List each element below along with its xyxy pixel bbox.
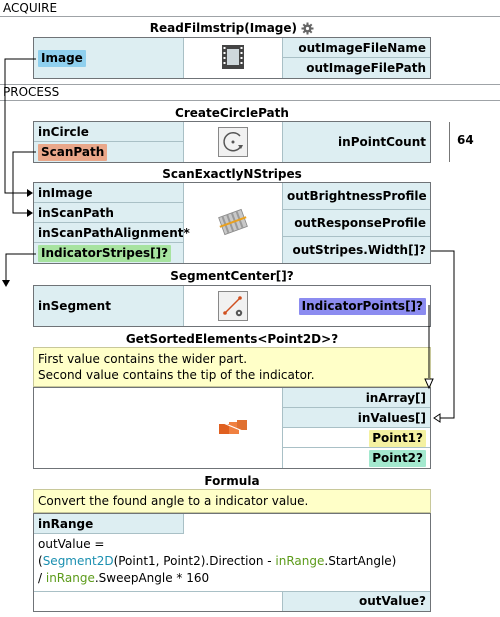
get-sorted-elements-icon-area [184, 388, 282, 468]
formula-code-line-2: (Segment2D(Point1, Point2).Direction - i… [38, 553, 428, 570]
comment-line-2: Second value contains the tip of the ind… [38, 368, 315, 382]
formula-code-line-1: outValue = [38, 537, 105, 551]
segment-icon [218, 291, 248, 321]
read-filmstrip-icon-area [184, 38, 282, 78]
scan-stripes-icon-area [184, 183, 282, 263]
code-sweep-angle: .SweepAngle * 160 [94, 571, 210, 585]
formula-code-line-3: / inRange.SweepAngle * 160 [38, 570, 428, 587]
in-image-port[interactable]: inImage [34, 183, 184, 203]
segment-center-icon-area [184, 286, 282, 326]
out-image-file-path[interactable]: outImageFilePath [282, 58, 430, 78]
formula-node[interactable]: inRange outValue = (Segment2D(Point1, Po… [33, 513, 431, 612]
scan-stripes-title[interactable]: ScanExactlyNStripes [162, 167, 302, 181]
in-circle-port[interactable]: inCircle [34, 122, 184, 142]
wire-scanpath-to-inscanpath [12, 151, 36, 214]
indicator-stripes-row: IndicatorStripes[]? [34, 243, 184, 263]
in-range-port[interactable]: inRange [34, 514, 184, 534]
formula-comment: Convert the found angle to a indicator v… [33, 489, 431, 513]
out-stripes-width[interactable]: outStripes.Width[]? [282, 237, 430, 263]
point-count-bracket [449, 122, 455, 162]
arrow-invalues [433, 413, 441, 423]
read-filmstrip-title[interactable]: ReadFilmstrip(Image) [33, 20, 431, 36]
gear-icon[interactable] [301, 22, 314, 35]
point2-output-row: Point2? [282, 448, 430, 468]
filmstrip-icon [219, 43, 247, 74]
out-response-profile[interactable]: outResponseProfile [282, 210, 430, 237]
wire-image-to-inimage [4, 58, 36, 194]
in-segment-port[interactable]: inSegment [34, 286, 184, 326]
code-var-inrange-2: inRange [45, 571, 95, 585]
code-type-segment2d: Segment2D [42, 554, 114, 568]
point-count-value[interactable]: 64 [457, 133, 474, 147]
indicator-stripes-tag[interactable]: IndicatorStripes[]? [38, 245, 172, 262]
create-circle-path-node[interactable]: inCircle ScanPath inPointCount [33, 121, 431, 163]
in-scan-path-alignment-port[interactable]: inScanPathAlignment* [34, 223, 190, 243]
scan-path-output-row: ScanPath [34, 142, 184, 162]
in-array-port[interactable]: inArray[] [282, 388, 430, 408]
wire-stripes-to-segment [5, 253, 36, 281]
get-sorted-elements-title[interactable]: GetSortedElements<Point2D>? [125, 332, 339, 346]
code-direction-expr: (Point1, Point2).Direction - [113, 554, 276, 568]
in-values-port[interactable]: inValues[] [282, 408, 430, 428]
arrow-inarray [424, 378, 434, 390]
section-process-divider [0, 100, 500, 101]
section-acquire-label: ACQUIRE [3, 1, 58, 15]
create-circle-path-title[interactable]: CreateCirclePath [175, 106, 289, 120]
comment-line-1: First value contains the wider part. [38, 352, 248, 366]
sort-icon [217, 416, 249, 441]
scan-stripes-node[interactable]: inImage inScanPath inScanPathAlignment* … [33, 182, 431, 264]
segment-center-node[interactable]: inSegment IndicatorPoints[]? [33, 285, 431, 327]
arrow-inimage [27, 189, 33, 197]
out-image-file-name[interactable]: outImageFileName [282, 38, 430, 58]
image-input-tag[interactable]: Image [38, 50, 86, 67]
section-process-top-divider [0, 84, 500, 85]
indicator-points-tag[interactable]: IndicatorPoints[]? [298, 298, 426, 315]
out-brightness-profile[interactable]: outBrightnessProfile [282, 183, 430, 210]
indicator-points-output-row: IndicatorPoints[]? [282, 286, 430, 326]
point1-output-row: Point1? [282, 428, 430, 448]
read-filmstrip-input-panel: Image [34, 38, 184, 78]
code-divide: / [38, 571, 46, 585]
read-filmstrip-title-text: ReadFilmstrip(Image) [149, 21, 298, 35]
formula-code[interactable]: outValue = (Segment2D(Point1, Point2).Di… [38, 536, 428, 587]
section-acquire-divider [0, 16, 500, 17]
formula-title[interactable]: Formula [204, 474, 260, 488]
section-process-label: PROCESS [3, 85, 60, 99]
code-start-angle: .StartAngle) [324, 554, 397, 568]
point1-tag[interactable]: Point1? [369, 430, 426, 447]
code-var-inrange-1: inRange [275, 554, 325, 568]
arrow-insegment [2, 280, 10, 287]
scan-path-tag[interactable]: ScanPath [38, 144, 108, 161]
out-value-port[interactable]: outValue? [282, 592, 430, 611]
read-filmstrip-node[interactable]: Image outImageFileName outImageFilePath [33, 37, 431, 79]
segment-center-title[interactable]: SegmentCenter[]? [170, 269, 294, 283]
get-sorted-elements-node[interactable]: inArray[] inValues[] Point1? Point2? [33, 387, 431, 469]
point2-tag[interactable]: Point2? [369, 450, 426, 467]
in-point-count-port[interactable]: inPointCount [282, 122, 430, 162]
code-paren: ( [38, 554, 43, 568]
get-sorted-elements-comment: First value contains the wider part. Sec… [33, 347, 431, 387]
create-circle-path-icon-area [184, 122, 282, 162]
arrow-inscanpath [27, 209, 33, 217]
stripes-icon [217, 207, 249, 240]
formula-code-divider [34, 591, 430, 592]
wire-width-to-invalues [431, 250, 455, 419]
in-scan-path-port[interactable]: inScanPath [34, 203, 184, 223]
circle-path-icon [218, 127, 248, 157]
